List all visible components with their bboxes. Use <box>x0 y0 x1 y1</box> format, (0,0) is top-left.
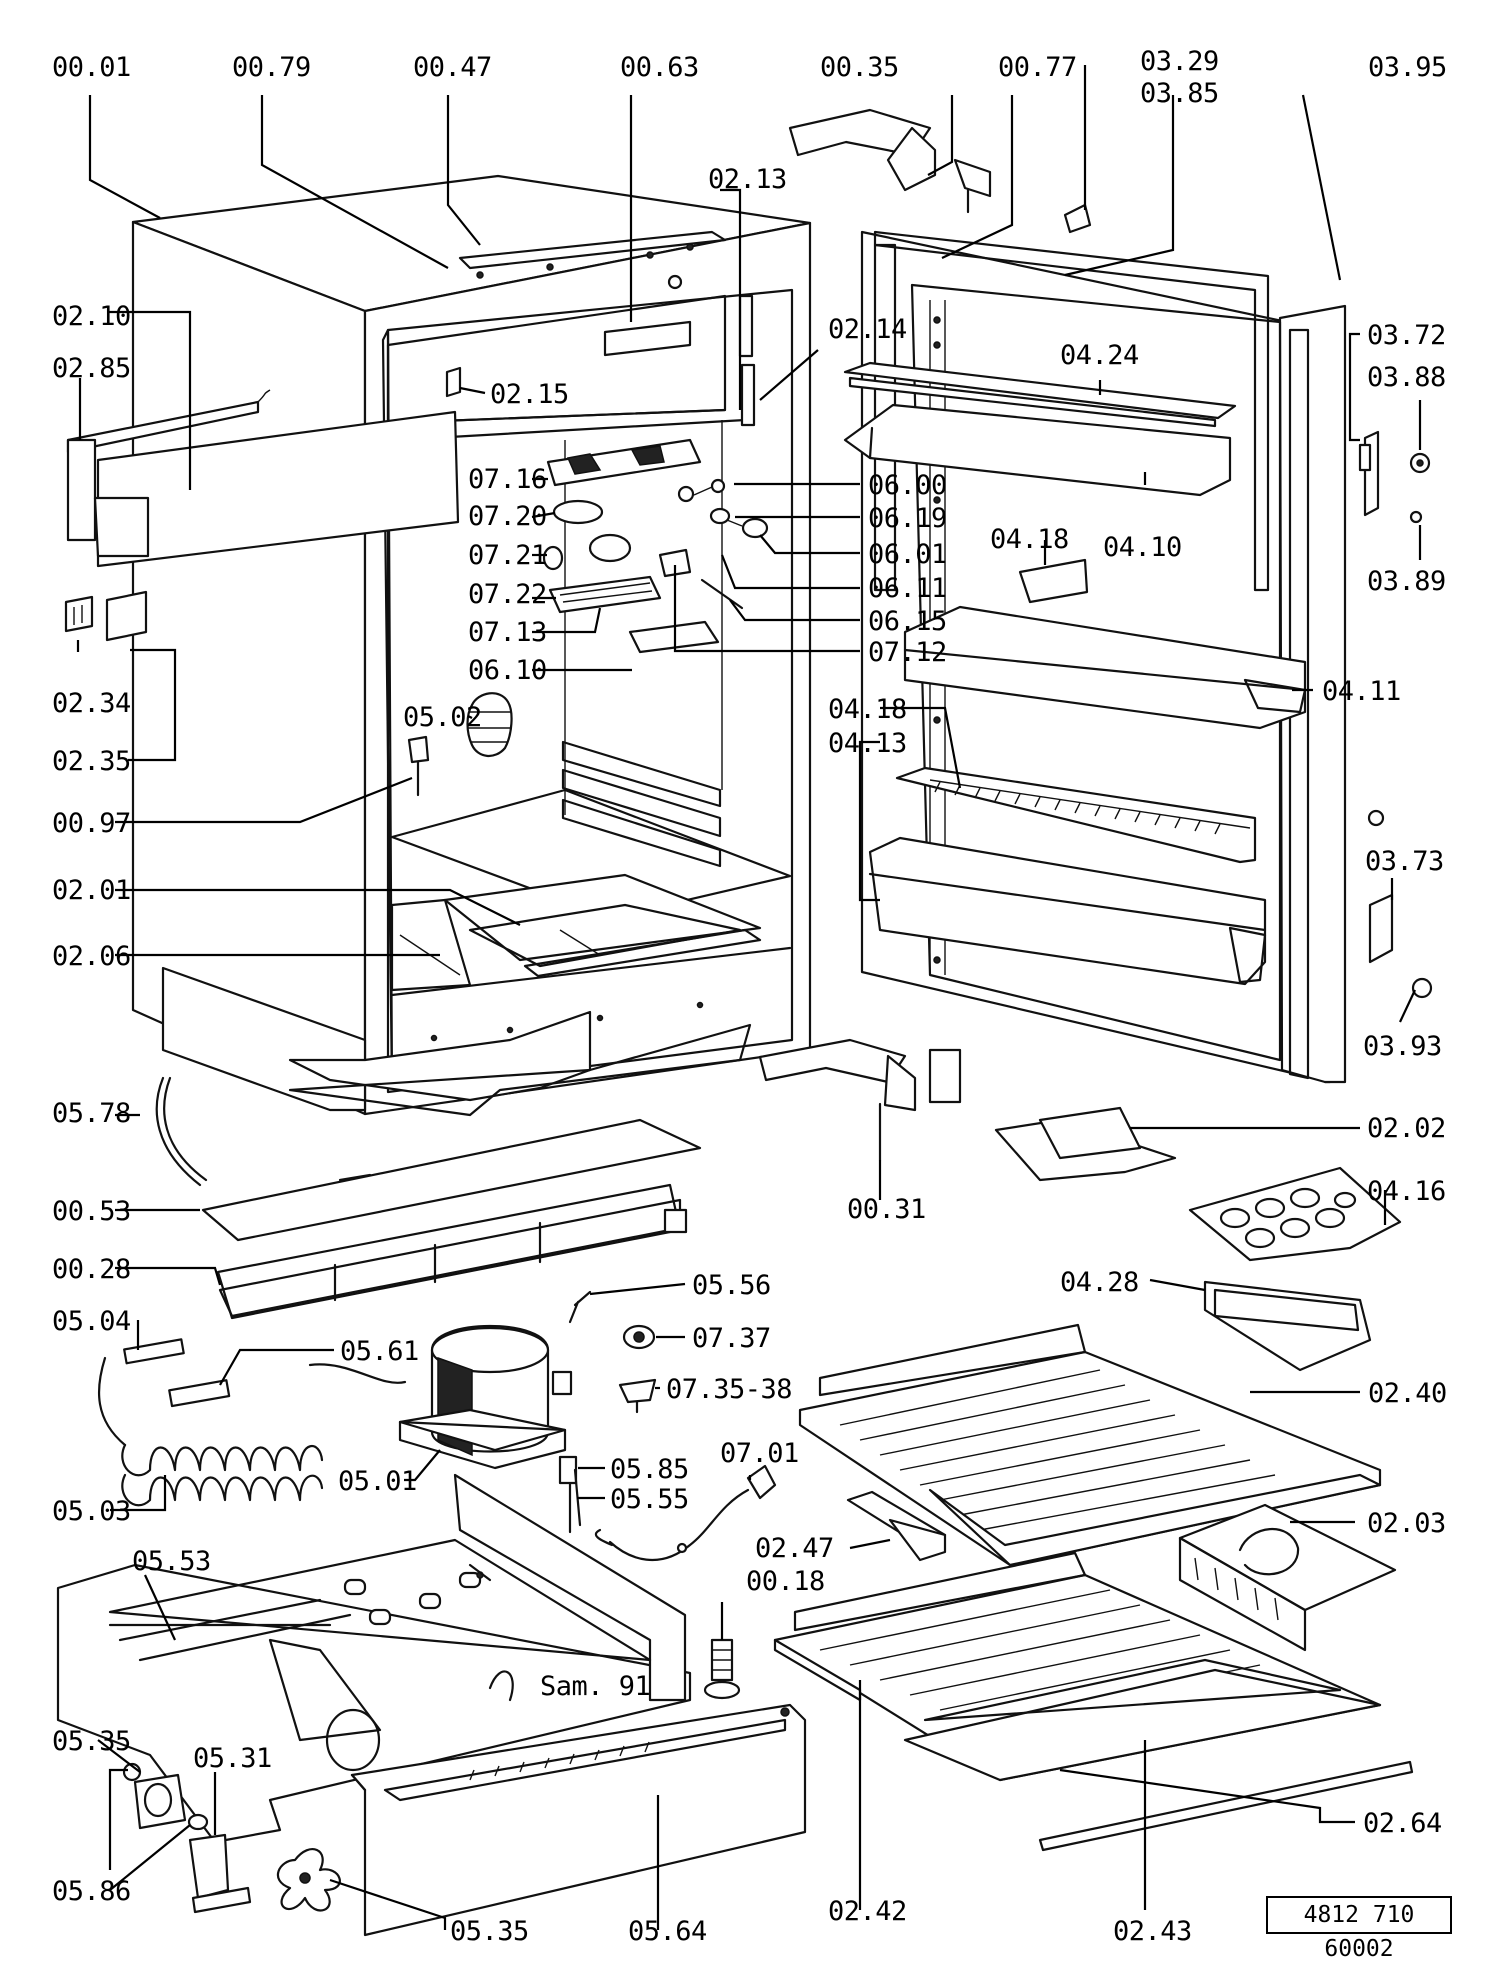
part-label-03-89: 03.89 <box>1367 566 1446 597</box>
part-label-03-95: 03.95 <box>1368 52 1447 83</box>
part-label-06-00: 06.00 <box>868 470 947 501</box>
part-label-02-85: 02.85 <box>52 353 131 384</box>
part-label-03-88: 03.88 <box>1367 362 1446 393</box>
part-label-03-93: 03.93 <box>1363 1031 1442 1062</box>
part-label-02-03: 02.03 <box>1367 1508 1446 1539</box>
part-label-00-79: 00.79 <box>232 52 311 83</box>
part-label-05-01: 05.01 <box>338 1466 417 1497</box>
part-label-05-35: 05.35 <box>52 1726 131 1757</box>
part-label-02-42: 02.42 <box>828 1896 907 1927</box>
part-label-06-01: 06.01 <box>868 539 947 570</box>
part-label-06-11: 06.11 <box>868 573 947 604</box>
part-label-02-15: 02.15 <box>490 379 569 410</box>
part-label-04-16: 04.16 <box>1367 1176 1446 1207</box>
part-label-07-37: 07.37 <box>692 1323 771 1354</box>
drawing-code: 4812 710 60002 <box>1266 1896 1452 1962</box>
door-side-parts <box>1358 430 1433 999</box>
part-label-07-22: 07.22 <box>468 579 547 610</box>
part-label-04-11: 04.11 <box>1322 676 1401 707</box>
hinge-small-parts <box>64 590 430 797</box>
part-label-06-19: 06.19 <box>868 503 947 534</box>
drain-tube <box>155 1076 202 1187</box>
part-label-05-53: 05.53 <box>132 1546 211 1577</box>
part-label-00-31: 00.31 <box>847 1194 926 1225</box>
part-label-05-04: 05.04 <box>52 1306 131 1337</box>
part-label-02-40: 02.40 <box>1368 1378 1447 1409</box>
part-label-00-97: 00.97 <box>52 808 131 839</box>
part-label-02-13: 02.13 <box>708 164 787 195</box>
part-label-03-85: 03.85 <box>1140 78 1219 109</box>
hinges <box>758 108 992 1162</box>
label-layer: 00.01 00.79 00.47 00.63 00.35 00.77 03.2903.85… <box>52 46 1447 1947</box>
part-label-02-02: 02.02 <box>1367 1113 1446 1144</box>
compressor-assembly <box>97 1290 777 1562</box>
part-label-00-47: 00.47 <box>413 52 492 83</box>
part-label-05-31: 05.31 <box>193 1743 272 1774</box>
part-label-03-73: 03.73 <box>1365 846 1444 877</box>
part-label-05-85: 05.85 <box>610 1454 689 1485</box>
control-cluster <box>466 438 769 757</box>
part-label-07-13: 07.13 <box>468 617 547 648</box>
part-label-02-14: 02.14 <box>828 314 907 345</box>
part-label-02-10: 02.10 <box>52 301 131 332</box>
part-label-04-28: 04.28 <box>1060 1267 1139 1298</box>
part-label-05-56: 05.56 <box>692 1270 771 1301</box>
part-label-02-06: 02.06 <box>52 941 131 972</box>
part-label-02-01: 02.01 <box>52 875 131 906</box>
part-label-03-29: 03.29 <box>1140 46 1219 77</box>
part-label-02-43: 02.43 <box>1113 1916 1192 1947</box>
part-label-06-15: 06.15 <box>868 606 947 637</box>
part-label-07-12: 07.12 <box>868 637 947 668</box>
part-label-04-24: 04.24 <box>1060 340 1139 371</box>
part-label-06-10: 06.10 <box>468 655 547 686</box>
part-label-04-10: 04.10 <box>1103 532 1182 563</box>
part-label-05-02: 05.02 <box>403 702 482 733</box>
part-label-05-35: 05.35 <box>450 1916 529 1947</box>
drain-tube-inner <box>163 1076 208 1182</box>
part-label-04-18: 04.18 <box>828 694 907 725</box>
part-label-05-55: 05.55 <box>610 1484 689 1515</box>
part-label-05-61: 05.61 <box>340 1336 419 1367</box>
part-label-05-64: 05.64 <box>628 1916 707 1947</box>
part-label-07-01: 07.01 <box>720 1438 799 1469</box>
part-label-00-63: 00.63 <box>620 52 699 83</box>
part-label-07-20: 07.20 <box>468 501 547 532</box>
part-label-02-34: 02.34 <box>52 688 131 719</box>
part-label-05-78: 05.78 <box>52 1098 131 1129</box>
part-label-02-47: 02.47 <box>755 1533 834 1564</box>
part-label-02-35: 02.35 <box>52 746 131 777</box>
part-label-05-03: 05.03 <box>52 1496 131 1527</box>
part-label-03-72: 03.72 <box>1367 320 1446 351</box>
part-label-07-35-38: 07.35-38 <box>666 1374 792 1405</box>
glass-shelves <box>773 1323 1414 1852</box>
part-label-02-64: 02.64 <box>1363 1808 1442 1839</box>
fan-motor <box>122 1762 341 1914</box>
part-label-05-86: 05.86 <box>52 1876 131 1907</box>
part-label-04-13: 04.13 <box>828 728 907 759</box>
door <box>843 203 1347 1084</box>
part-label-00-35: 00.35 <box>820 52 899 83</box>
part-label-07-16: 07.16 <box>468 464 547 495</box>
part-label-00-77: 00.77 <box>998 52 1077 83</box>
grille-panel <box>350 1703 807 1937</box>
accessories <box>846 1106 1402 1652</box>
stamp-text: Sam. 91 <box>540 1671 650 1702</box>
base-rails <box>201 1118 702 1320</box>
leader-lines <box>76 65 1422 1930</box>
part-label-00-28: 00.28 <box>52 1254 131 1285</box>
adjustable-foot <box>703 1638 741 1700</box>
top-parts <box>445 230 756 427</box>
part-label-04-18: 04.18 <box>990 524 1069 555</box>
part-label-07-21: 07.21 <box>468 540 547 571</box>
front-panel-left <box>66 389 460 568</box>
part-label-00-18: 00.18 <box>746 1566 825 1597</box>
part-label-00-01: 00.01 <box>52 52 131 83</box>
part-label-00-53: 00.53 <box>52 1196 131 1227</box>
